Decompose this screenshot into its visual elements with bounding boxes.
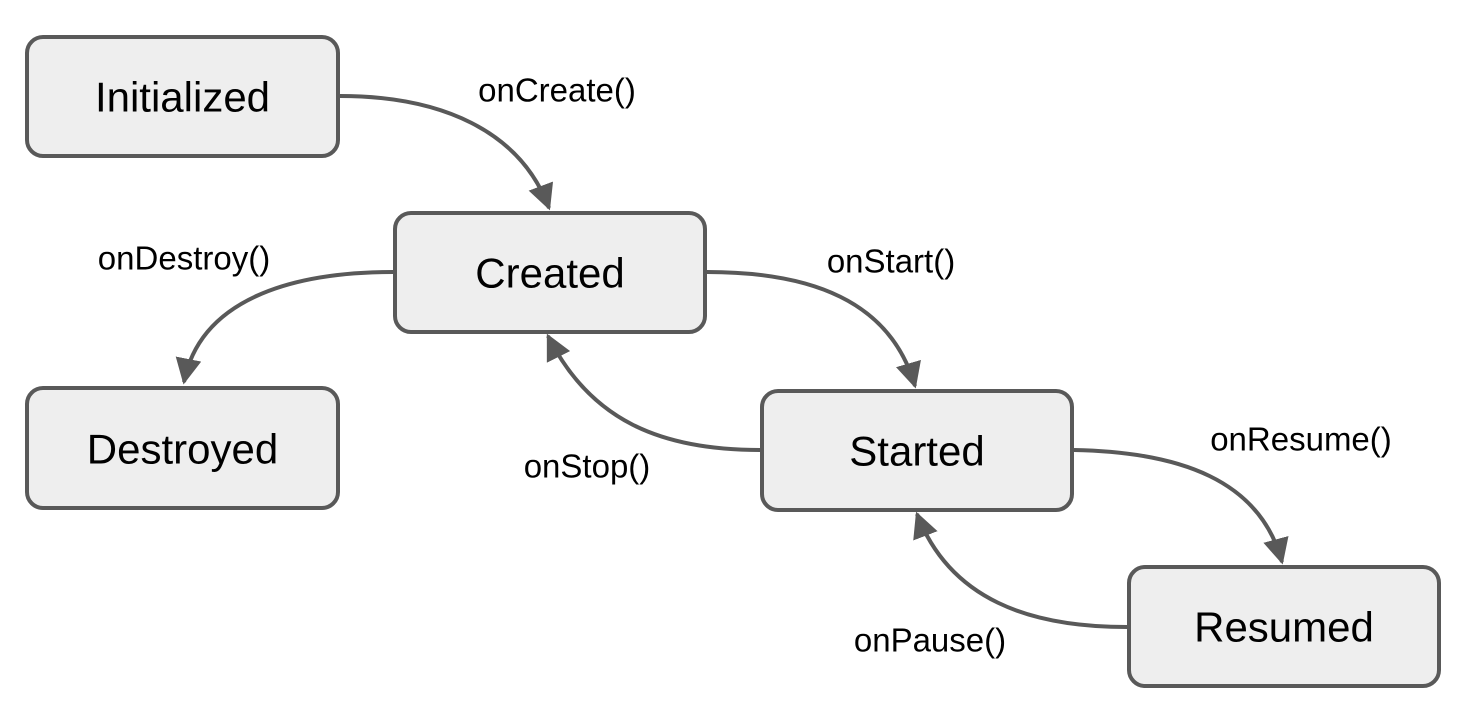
arrow-on-destroy	[175, 270, 394, 385]
state-created-label: Created	[475, 250, 624, 297]
arrow-on-create	[339, 94, 554, 211]
state-started: Started	[760, 389, 1074, 512]
state-created: Created	[393, 211, 707, 334]
state-initialized: Initialized	[25, 35, 340, 158]
state-destroyed-label: Destroyed	[87, 426, 278, 473]
state-resumed: Resumed	[1127, 565, 1441, 688]
state-initialized-label: Initialized	[95, 74, 270, 121]
arrow-on-resume	[1073, 448, 1289, 565]
arrow-on-stop	[546, 333, 761, 452]
arrow-on-pause	[913, 511, 1128, 629]
state-destroyed: Destroyed	[25, 386, 340, 510]
label-on-create: onCreate()	[478, 72, 636, 109]
label-on-start: onStart()	[827, 243, 955, 280]
label-on-resume: onResume()	[1210, 421, 1392, 458]
label-on-pause: onPause()	[854, 622, 1006, 659]
label-on-stop: onStop()	[524, 448, 651, 485]
label-on-destroy: onDestroy()	[98, 240, 270, 277]
state-resumed-label: Resumed	[1194, 604, 1374, 651]
arrow-on-start	[706, 270, 921, 389]
state-started-label: Started	[849, 428, 984, 475]
